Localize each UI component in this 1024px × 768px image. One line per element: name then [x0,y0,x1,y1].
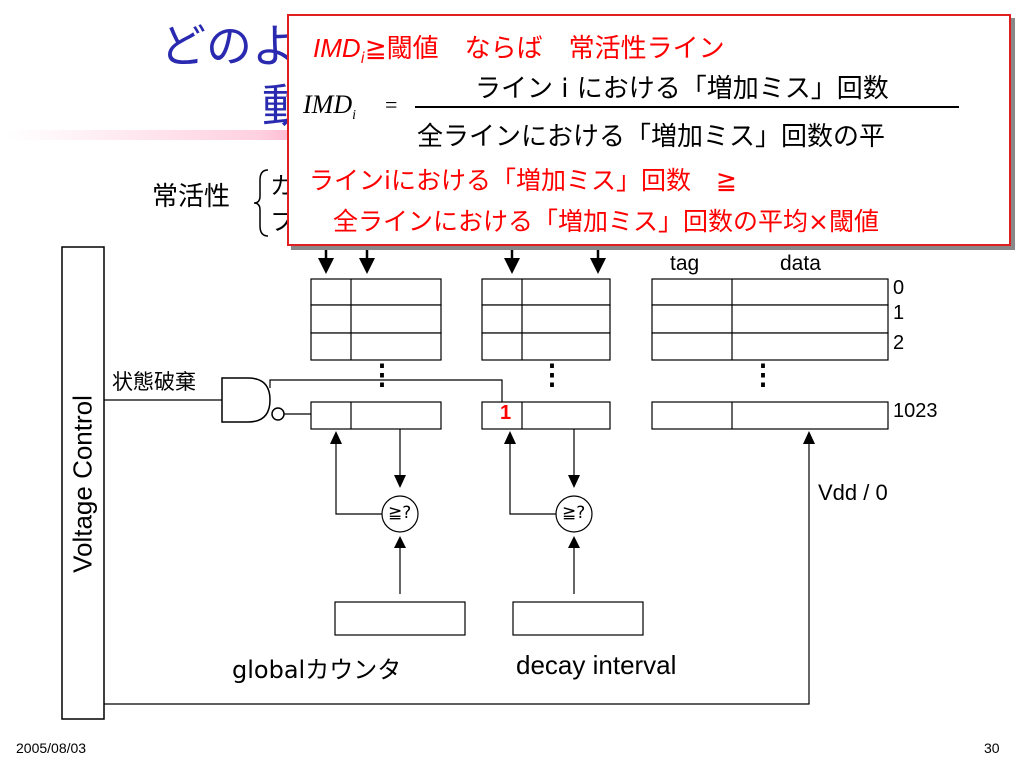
ellipsis-2: ⋮ [538,359,566,390]
cache-block-2 [481,278,611,430]
callout-heading-imd: IMD [313,33,361,63]
global-counter-label: globalカウンタ [232,656,402,684]
ellipsis-3: ⋮ [749,359,777,390]
callout-condition-line1-a: ラインi [309,166,391,195]
brace-label: 常活性 [152,182,231,212]
row-index-2: 2 [893,332,905,354]
comparator-2-label: ≧? [562,503,586,523]
callout-condition-line2: 全ラインにおける「増加ミス」回数の平均×閾値 [333,207,879,236]
formula-fraction-bar [415,106,959,108]
tag-column-label: tag [670,252,700,275]
ellipsis-1: ⋮ [368,359,396,390]
gate-symbol [221,377,285,423]
formula-numerator: ライン i における「増加ミス」回数 [475,74,889,104]
comparator-circle-2 [555,495,593,533]
formula-lhs: IMDi [303,90,356,124]
footer-date: 2005/08/03 [16,740,87,756]
slide-title-line1: どのよ [160,19,298,73]
callout-condition-line1-b: における「増加ミス」回数 ≧ [390,166,737,195]
brace-icon [253,169,269,237]
voltage-control-box [61,246,105,720]
decay-interval-label: decay interval [516,650,677,680]
page-number: 30 [984,740,1000,756]
callout-heading: IMDi≧閾値 ならば 常活性ライン [313,28,725,67]
row-index-1023: 1023 [893,400,938,422]
voltage-control-label: Voltage Control [67,395,98,573]
formula-lhs-sub: i [352,108,356,124]
formula-lhs-text: IMD [303,90,353,119]
comparator-circle-1 [381,495,419,533]
row-index-1: 1 [893,302,905,324]
callout-condition-line1: ラインiにおける「増加ミス」回数 ≧ [309,161,737,197]
formula-equals: = [385,92,398,117]
comparator-1-label: ≧? [388,503,412,523]
cache-block-3 [651,278,889,430]
callout-heading-rest: ≧閾値 ならば 常活性ライン [364,34,725,64]
vdd-label: Vdd / 0 [818,480,888,505]
state-discard-label: 状態破棄 [112,370,196,394]
row-index-0: 0 [893,277,905,299]
imd-callout: IMDi≧閾値 ならば 常活性ライン IMDi = ライン i における「増加ミ… [287,14,1011,246]
formula-denominator: 全ラインにおける「増加ミス」回数の平 [417,122,886,152]
data-column-label: data [780,252,821,275]
decay-interval-box [512,601,644,636]
callout-heading-sub: i [360,49,365,68]
global-counter-box [334,601,466,636]
cache-block-1 [310,278,442,430]
flag-bit-value: 1 [500,402,512,424]
